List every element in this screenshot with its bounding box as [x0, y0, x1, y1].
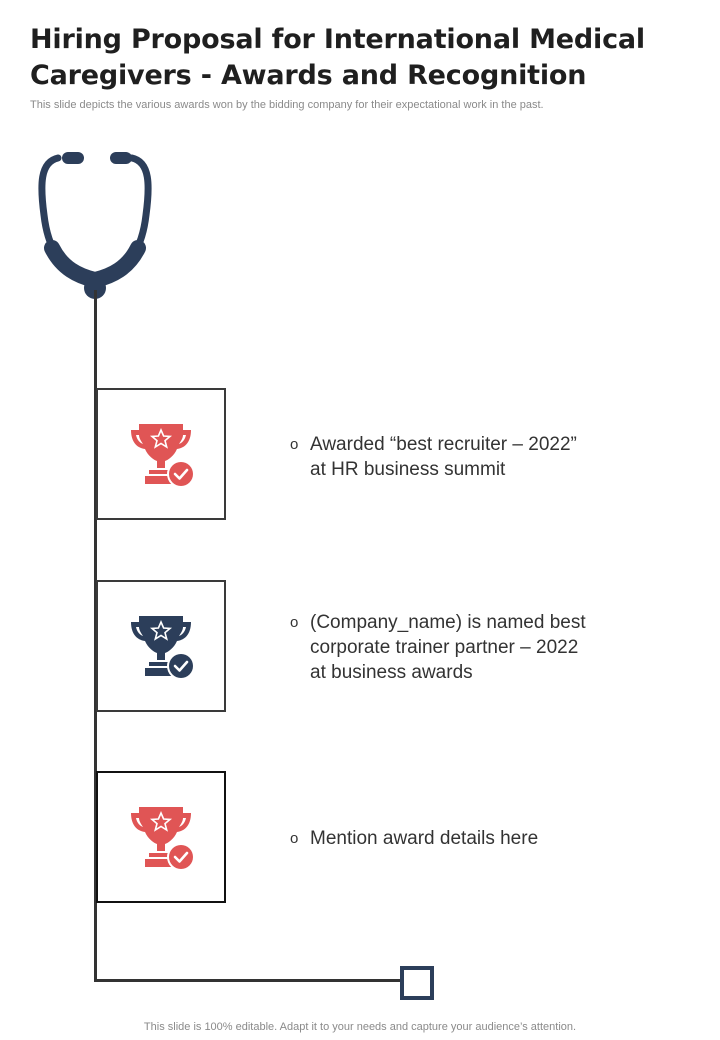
award-item: o Awarded “best recruiter – 2022” at HR … [290, 432, 650, 482]
award-description: (Company_name) is named best corporate t… [310, 612, 586, 683]
page-title: Hiring Proposal for International Medica… [30, 24, 645, 91]
award-item: o Mention award details here [290, 826, 650, 851]
trophy-check-icon [131, 424, 195, 488]
timeline-line [94, 290, 97, 982]
award-icon-box [96, 580, 226, 712]
award-description: Mention award details here [310, 828, 539, 849]
award-icon-box [96, 388, 226, 520]
bullet-marker: o [290, 436, 299, 453]
bullet-marker: o [290, 614, 299, 631]
trophy-check-icon [131, 616, 195, 680]
timeline-end-marker [400, 966, 434, 1000]
stethoscope-icon [38, 152, 152, 299]
bullet-marker: o [290, 830, 299, 847]
trophy-check-icon [131, 807, 195, 871]
award-icon-box [96, 771, 226, 903]
page-subtitle: This slide depicts the various awards wo… [30, 99, 544, 111]
award-description: Awarded “best recruiter – 2022” at HR bu… [310, 434, 577, 480]
timeline-base-line [94, 979, 402, 982]
footer-note: This slide is 100% editable. Adapt it to… [143, 1021, 577, 1033]
award-item: o (Company_name) is named best corporate… [290, 610, 650, 685]
